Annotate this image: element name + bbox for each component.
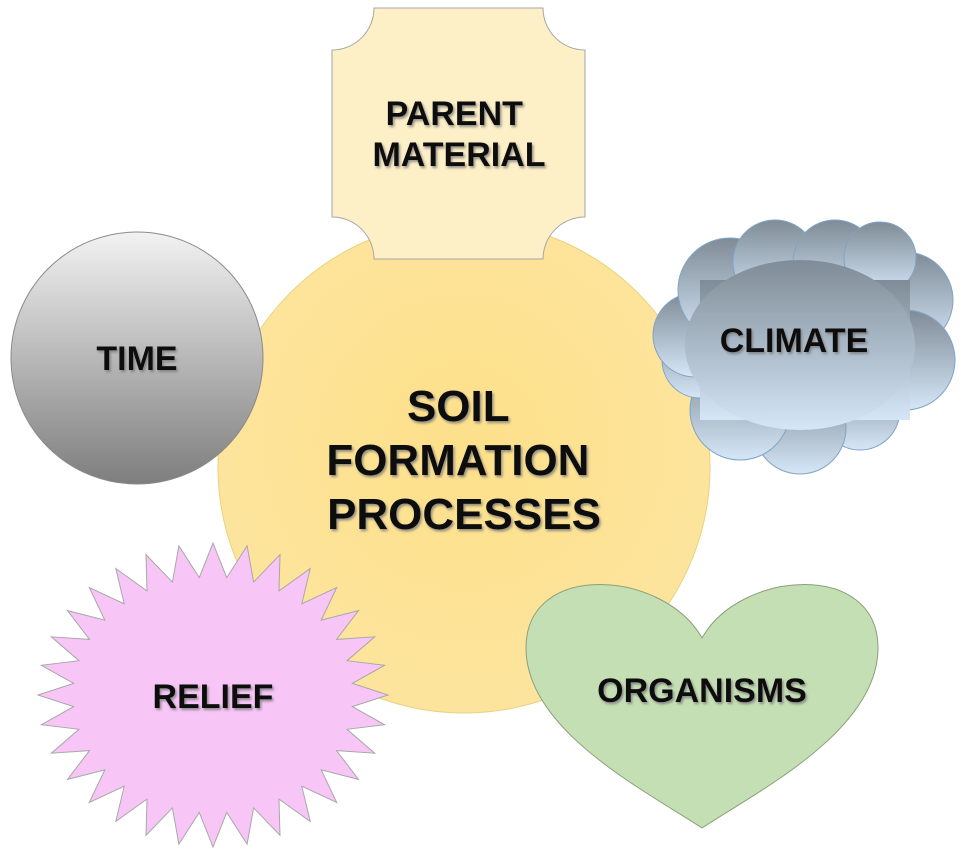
time-label: TIME [96, 340, 177, 378]
center-label: SOIL FORMATION PROCESSES [326, 382, 601, 539]
climate-label: CLIMATE [720, 322, 869, 360]
organisms-heart [525, 584, 879, 829]
relief-starburst [36, 541, 390, 849]
parent-material-line-1: PARENT [386, 95, 523, 133]
climate-cloud [652, 219, 956, 475]
time-circle [10, 231, 264, 485]
organisms-label: ORGANISMS [597, 672, 807, 710]
center-line-3: PROCESSES [327, 490, 601, 539]
center-line-1: SOIL [407, 382, 509, 431]
center-line-2: FORMATION [326, 436, 589, 485]
parent-material-plaque [331, 7, 586, 260]
relief-label: RELIEF [153, 678, 274, 716]
parent-material-label: PARENT MATERIAL [372, 95, 545, 174]
parent-material-line-2: MATERIAL [372, 136, 545, 174]
